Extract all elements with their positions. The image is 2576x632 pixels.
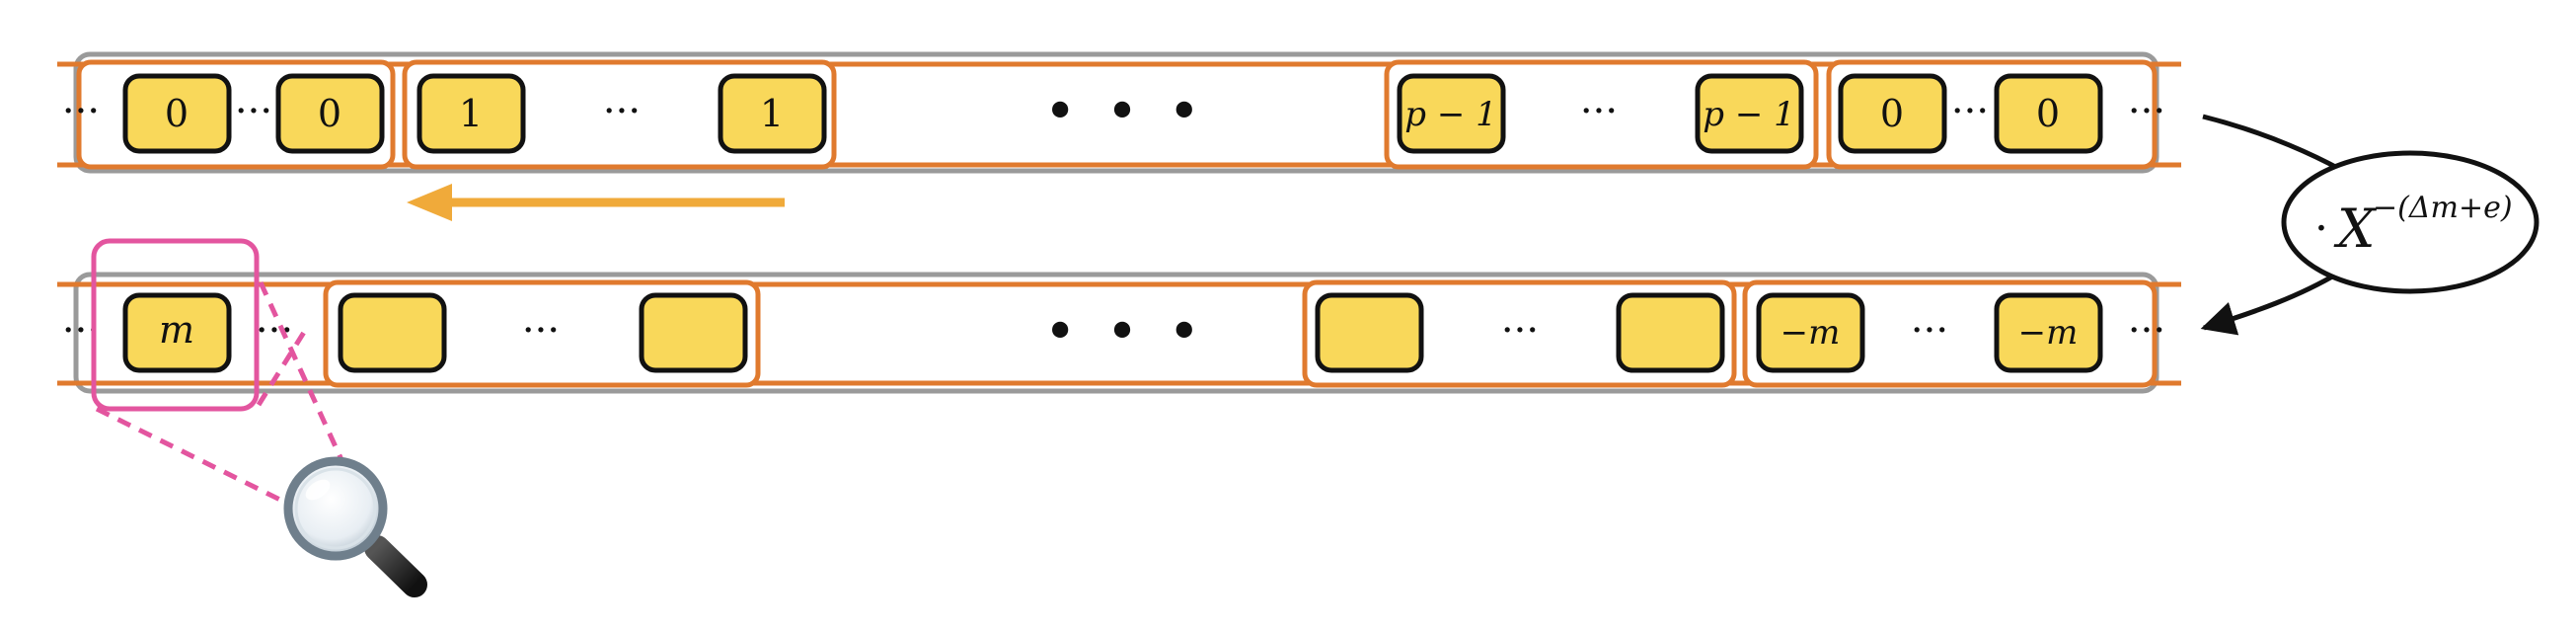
bottom-row: m −m −m ··· ··· ··· ··· ··· — [57, 272, 2181, 394]
bottom-cell-label: −m — [2018, 313, 2079, 353]
operation-bubble: · X −(Δm+e) — [2281, 150, 2539, 294]
top-ellipsis: ··· — [603, 89, 641, 134]
top-cell: p − 1 — [1397, 73, 1506, 154]
left-arrow-icon — [407, 184, 785, 221]
top-cell: 0 — [1838, 73, 1947, 154]
top-cell: 0 — [275, 73, 385, 154]
bottom-cell: −m — [1994, 292, 2103, 373]
bottom-ellipsis: ··· — [522, 308, 560, 354]
top-cell: 0 — [122, 73, 232, 154]
operation-arrow-out — [2200, 270, 2341, 336]
top-cell-label: 0 — [1880, 92, 1904, 135]
top-cell-label: p − 1 — [1404, 95, 1497, 134]
operation-dot: · — [2314, 203, 2328, 254]
bottom-cell: −m — [1756, 292, 1865, 373]
top-middle-dots: • • • — [1044, 80, 1207, 144]
bottom-cell — [639, 292, 748, 373]
bottom-ellipsis-right: ··· — [2128, 308, 2165, 354]
top-cell: 1 — [417, 73, 526, 154]
operation-base: X — [2333, 198, 2378, 260]
highlight-connector — [95, 406, 310, 516]
top-ellipsis-right: ··· — [2128, 89, 2165, 134]
top-cell-label: 1 — [760, 92, 784, 135]
top-cell: 0 — [1994, 73, 2103, 154]
bottom-middle-dots: • • • — [1044, 300, 1207, 364]
highlight-connector — [256, 324, 311, 407]
bottom-ellipsis: ··· — [1911, 308, 1948, 354]
top-cell-label: 0 — [318, 92, 341, 135]
bottom-cell — [1616, 292, 1725, 373]
magnifying-glass-icon — [283, 456, 427, 597]
top-ellipsis: ··· — [235, 89, 272, 134]
top-cell-label: p − 1 — [1703, 95, 1795, 134]
top-ellipsis-left: ··· — [62, 89, 100, 134]
bottom-cell-label: −m — [1780, 313, 1841, 353]
operation-arrow-in — [2202, 114, 2343, 173]
bottom-cell: m — [122, 292, 232, 373]
top-ellipsis: ··· — [1951, 89, 1989, 134]
operation-exponent: −(Δm+e) — [2373, 191, 2513, 225]
bottom-cell — [1315, 292, 1424, 373]
top-cell-label: 1 — [459, 92, 483, 135]
highlight-region — [91, 238, 346, 516]
top-row: 0 0 1 1 p − 1 p − 1 0 0 — [57, 51, 2181, 174]
bottom-cell-label: m — [159, 308, 194, 352]
top-cell-label: 0 — [165, 92, 189, 135]
top-ellipsis: ··· — [1580, 89, 1618, 134]
bottom-ellipsis: ··· — [1501, 308, 1539, 354]
highlight-box — [91, 238, 260, 412]
highlight-connector — [258, 280, 346, 466]
top-cell: 1 — [718, 73, 827, 154]
top-cell-label: 0 — [2036, 92, 2060, 135]
bottom-cell — [338, 292, 447, 373]
top-cell: p − 1 — [1695, 73, 1804, 154]
